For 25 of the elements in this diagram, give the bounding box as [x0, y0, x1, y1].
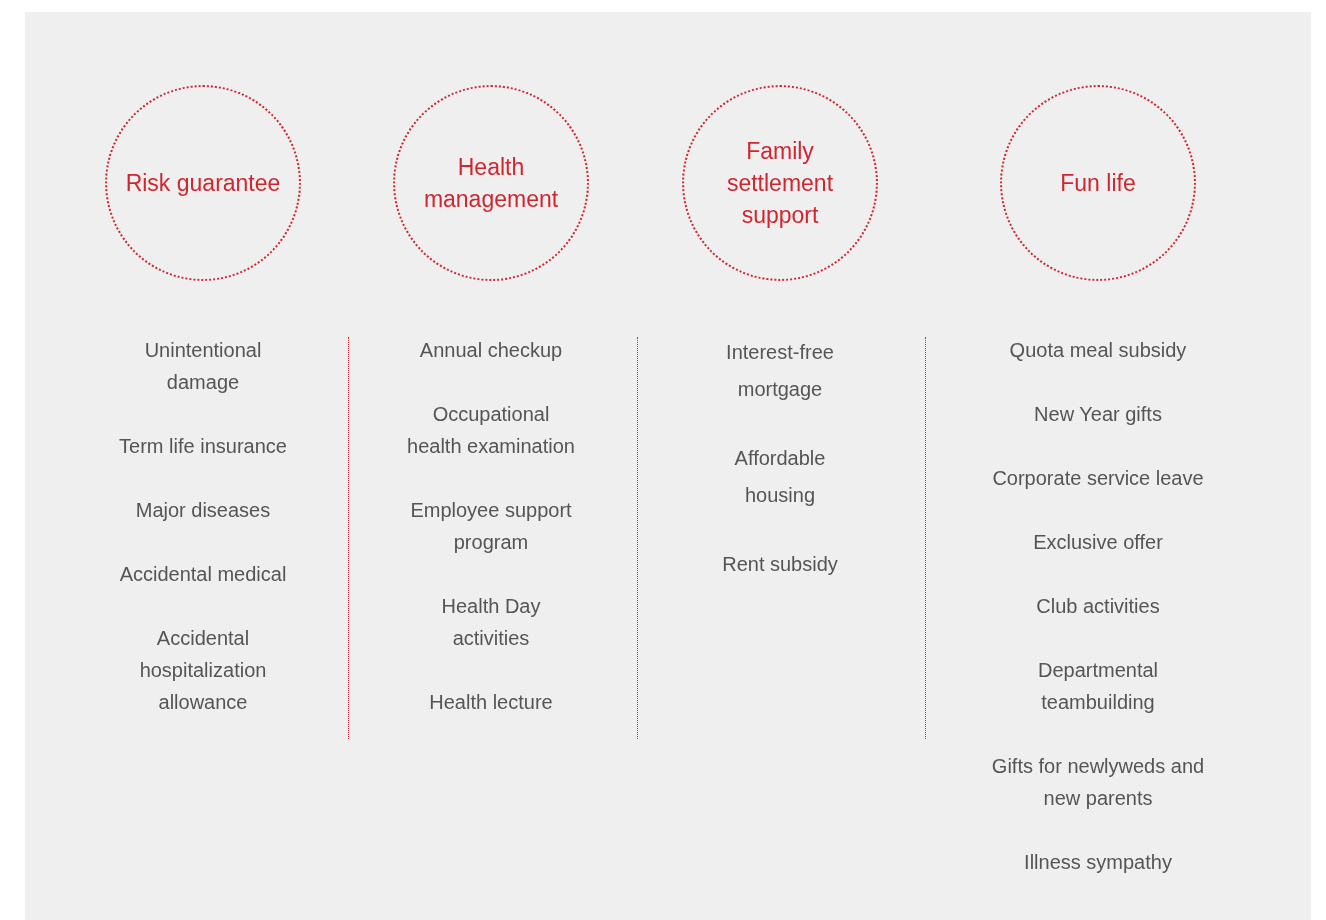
- benefit-item: Gifts for newlyweds and new parents: [990, 754, 1206, 811]
- benefit-item: Term life insurance: [119, 434, 287, 459]
- benefit-item: Rent subsidy: [722, 552, 838, 577]
- benefit-item: Corporate service leave: [992, 466, 1204, 491]
- benefit-item: Affordable housing: [733, 446, 827, 508]
- benefit-item: Club activities: [1036, 594, 1160, 619]
- benefit-item: New Year gifts: [1034, 402, 1162, 427]
- category-title: Fun life: [1060, 169, 1136, 198]
- benefit-item: Interest-free mortgage: [725, 340, 835, 402]
- benefit-item: Employee support program: [409, 498, 573, 555]
- benefit-item: Health lecture: [429, 690, 553, 715]
- benefit-item: Exclusive offer: [1033, 530, 1163, 555]
- benefit-item: Quota meal subsidy: [1009, 338, 1187, 363]
- benefit-item: Departmental teambuilding: [1036, 658, 1160, 715]
- benefit-item: Health Day activities: [440, 594, 542, 651]
- category-title: Family settlement support: [725, 137, 835, 230]
- benefit-item: Unintentional damage: [143, 338, 263, 395]
- benefit-item: Occupational health examination: [406, 402, 576, 459]
- category-title: Risk guarantee: [125, 169, 281, 198]
- benefit-item: Illness sympathy: [1024, 850, 1172, 875]
- category-title: Health management: [422, 153, 560, 214]
- benefit-item: Accidental medical: [119, 562, 287, 587]
- benefit-item: Major diseases: [135, 498, 271, 523]
- benefit-item: Accidental hospitalization allowance: [138, 626, 268, 715]
- benefit-item: Annual checkup: [419, 338, 563, 363]
